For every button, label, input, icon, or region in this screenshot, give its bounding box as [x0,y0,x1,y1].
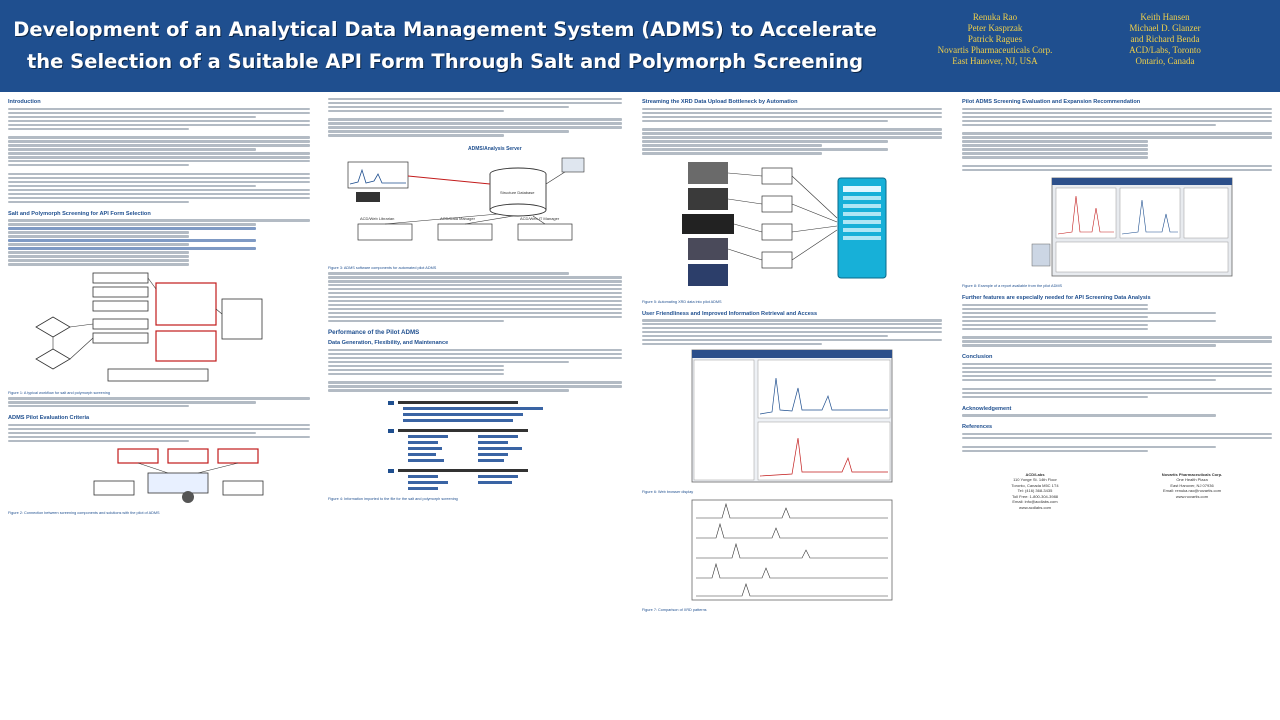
figure-4-imported-info [328,395,622,493]
section-heading-references: References [962,424,993,431]
contact-info: ACD/Labs 110 Yonge St. 14th Floor Toront… [962,472,1272,562]
section-heading-recommendation: Pilot ADMS Screening Evaluation and Expa… [962,99,1141,105]
section-heading-conclusion: Conclusion [962,354,993,361]
contact-left: ACD/Labs 110 Yonge St. 14th Floor Toront… [1011,471,1059,510]
section-heading-salt-polymorph: Salt and Polymorph Screening for API For… [8,210,151,217]
figure-2-caption: Figure 2: Connection between screening c… [8,511,160,516]
section-heading-pilot-criteria: ADMS Pilot Evaluation Criteria [8,415,90,422]
figure-3-caption: Figure 3: ADMS software components for a… [328,265,437,270]
poster-title: Development of an Analytical Data Manage… [10,14,880,78]
section-heading-further-features: Further features are especially needed f… [962,295,1151,302]
connection-diagram [93,448,264,504]
figure-7-caption: Figure 7: Comparison of XRD patterns [642,608,707,613]
info-list-figure [388,400,543,490]
report-screenshot [1031,177,1233,277]
title-line-2: the Selection of a Suitable API Form Thr… [26,50,864,73]
title-line-1: Development of an Analytical Data Manage… [13,18,877,41]
figure-7-xrd-comparison [642,498,942,604]
section-heading-user-friendliness: User Friendliness and Improved Informati… [642,310,818,317]
figure-3-software-components: ADMS/Analysis Server Structure Database … [328,140,622,262]
section-heading-introduction: Introduction [8,99,41,105]
figure-6-caption: Figure 6: Web browser display [642,490,694,495]
figure-8-report [962,174,1272,280]
section-heading-xrd-automation: Streaming the XRD Data Upload Bottleneck… [642,99,798,105]
workflow-diagram [35,272,263,381]
poster-column-3: Streaming the XRD Data Upload Bottleneck… [642,96,942,716]
automation-diagram [682,161,887,286]
figure-3-title: ADMS/Analysis Server [468,146,522,152]
software-diagram: ADMS/Analysis Server Structure Database … [347,146,585,240]
figure-1-caption: Figure 1: A typical workflow for salt an… [8,390,110,395]
figure-4-caption: Figure 4: Information imported to the fi… [328,496,458,501]
xrd-comparison [691,500,893,601]
svg-text:ACD/Web Librarian: ACD/Web Librarian [360,216,394,221]
poster-column-1: Introduction Salt and Polymorph Screenin… [8,96,310,716]
svg-text:ACD/Data Manager: ACD/Data Manager [440,216,476,221]
contact-right: Novartis Pharmaceuticals Corp. One Healt… [1161,471,1223,499]
authors-left: Renuka Rao Peter Kasprzak Patrick Ragues… [937,12,1053,66]
poster-header: Development of an Analytical Data Manage… [0,0,1280,92]
section-heading-acknowledgement: Acknowledgement [962,405,1012,412]
section-heading-data-generation: Data Generation, Flexibility, and Mainte… [328,340,449,347]
figure-6-web-browser [642,348,942,486]
svg-text:ACD/Web IT Manager: ACD/Web IT Manager [520,216,560,221]
browser-screenshot [691,350,893,483]
figure-1-workflow [8,269,310,387]
poster-column-2: ADMS/Analysis Server Structure Database … [328,96,622,716]
figure-5-xrd-automation [642,158,942,296]
authors-right: Keith Hansen Michael D. Glanzer and Rich… [1129,12,1201,66]
section-heading-performance: Performance of the Pilot ADMS [328,329,420,337]
figure-2-connections [8,445,310,507]
svg-text:Structure Database: Structure Database [500,190,535,195]
figure-8-caption: Figure 8: Example of a report available … [962,284,1063,289]
figure-5-caption: Figure 5: Automating XRD data into pilot… [642,299,722,304]
poster-column-4: Pilot ADMS Screening Evaluation and Expa… [962,96,1272,716]
